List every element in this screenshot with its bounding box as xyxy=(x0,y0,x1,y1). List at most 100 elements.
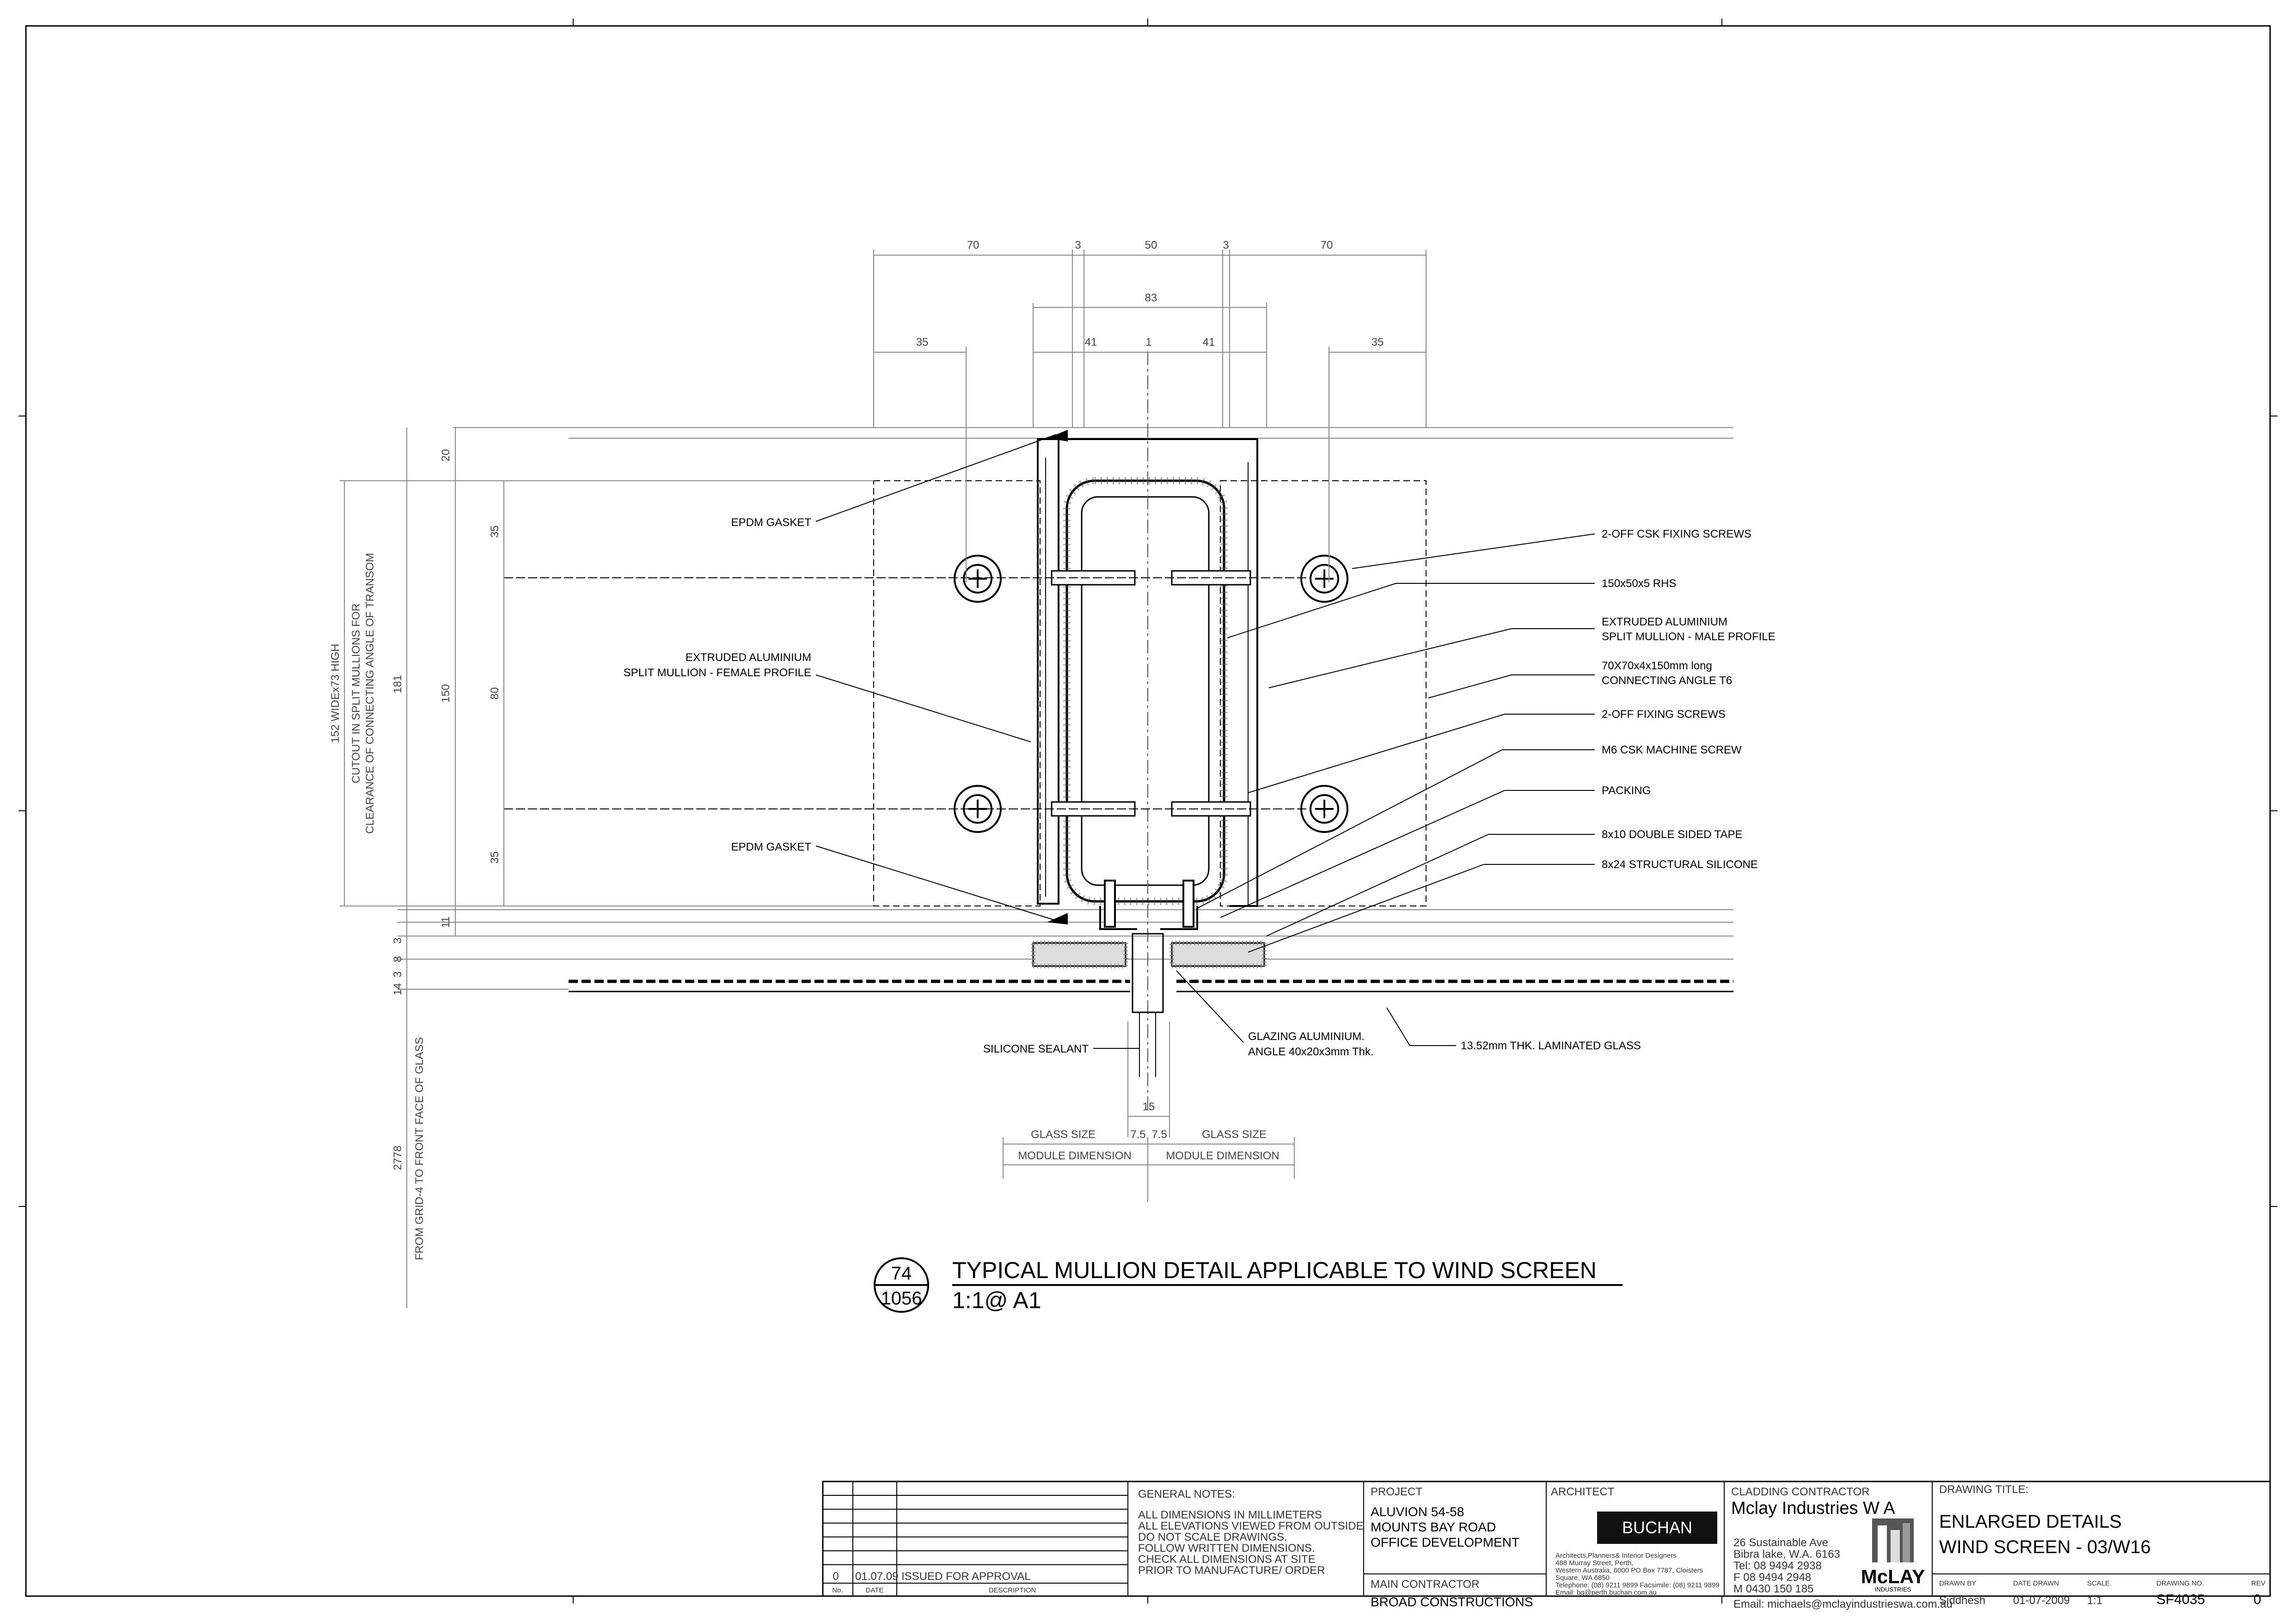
mclay-logo: McLAY INDUSTRIES xyxy=(1861,1518,1925,1593)
dim-14: 14 xyxy=(392,983,404,996)
female-profile xyxy=(1037,438,1059,905)
cladding-line-2: Bibra lake, W.A. 6163 xyxy=(1733,1548,1840,1561)
connecting-angle-left xyxy=(873,480,1041,906)
drawing-title-2: WIND SCREEN - 03/W16 xyxy=(1939,1537,2151,1557)
dim-150: 150 xyxy=(440,684,452,703)
general-note-2: ALL ELEVATIONS VIEWED FROM OUTSIDE xyxy=(1138,1520,1364,1532)
dim-11: 11 xyxy=(440,917,452,928)
buchan-logo-text: BUCHAN xyxy=(1622,1518,1692,1537)
drawn-by-heading: DRAWN BY xyxy=(1939,1579,1976,1587)
rev-row-date: 01.07.09 xyxy=(855,1570,898,1583)
scale-heading: SCALE xyxy=(2087,1579,2110,1587)
dim-3-left: 3 xyxy=(1075,239,1081,251)
general-notes-heading: GENERAL NOTES: xyxy=(1138,1488,1235,1500)
dim-181: 181 xyxy=(392,675,404,693)
label-glazing-angle-1: GLAZING ALUMINIUM. xyxy=(1248,1030,1365,1043)
cladding-email: Email: michaels@mclayindustrieswa.com.au xyxy=(1733,1598,1953,1610)
rev-row-description: ISSUED FOR APPROVAL xyxy=(901,1570,1031,1583)
dim-41-right: 41 xyxy=(1203,336,1215,349)
cladding-line-3: Tel: 08 9494 2938 xyxy=(1733,1560,1822,1572)
architect-heading: ARCHITECT xyxy=(1551,1486,1615,1498)
cladding-line-4: F 08 9494 2948 xyxy=(1733,1571,1811,1584)
dim-7-5-right: 7.5 xyxy=(1151,1128,1167,1141)
dim-glass-size-right: GLASS SIZE xyxy=(1202,1128,1267,1141)
label-rhs: 150x50x5 RHS xyxy=(1602,577,1676,590)
architect-line-1: Architects,Planners& Interior Designers xyxy=(1555,1552,1677,1560)
rev-header-no: No. xyxy=(832,1586,843,1594)
cutout-note-3: CLEARANCE OF CONNECTING ANGLE OF TRANSOM xyxy=(364,553,376,834)
cutout-note-2: CUTOUT IN SPLIT MULLIONS FOR xyxy=(350,603,362,783)
mullion-detail xyxy=(504,351,1733,1109)
cladding-line-5: M 0430 150 185 xyxy=(1733,1583,1813,1595)
drawing-no: SF4035 xyxy=(2156,1592,2205,1607)
project-line-3: OFFICE DEVELOPMENT xyxy=(1371,1535,1519,1549)
title-block: 0 01.07.09 ISSUED FOR APPROVAL No. DATE … xyxy=(822,1481,2271,1610)
dim-module-right: MODULE DIMENSION xyxy=(1166,1150,1279,1162)
label-m6-csk-screw: M6 CSK MACHINE SCREW xyxy=(1602,744,1742,756)
dim-7-5-left: 7.5 xyxy=(1130,1128,1145,1141)
bottom-dimensions: 15 7.5 7.5 GLASS SIZE GLASS SIZE MODULE … xyxy=(1003,1022,1295,1202)
general-note-3: DO NOT SCALE DRAWINGS. xyxy=(1138,1531,1287,1543)
glazing-angle xyxy=(1099,880,1198,930)
rev-row-no: 0 xyxy=(833,1570,839,1583)
date-drawn: 01-07-2009 xyxy=(2013,1594,2070,1607)
label-epdm-gasket-top: EPDM GASKET xyxy=(731,516,812,529)
border-ticks xyxy=(18,18,2278,1604)
architect-line-4: Square, WA 6850 xyxy=(1555,1574,1610,1582)
label-epdm-gasket-bottom: EPDM GASKET xyxy=(731,841,812,853)
architect-line-6: Email: bg@perth.buchan.com.au xyxy=(1555,1589,1657,1597)
label-packing: PACKING xyxy=(1602,784,1651,797)
main-contractor: BROAD CONSTRUCTIONS xyxy=(1371,1595,1533,1609)
mclay-logo-sub: INDUSTRIES xyxy=(1875,1586,1911,1593)
dim-35-right: 35 xyxy=(1371,336,1384,349)
dim-3-right: 3 xyxy=(1223,239,1229,251)
dim-50: 50 xyxy=(1145,239,1157,251)
project-line-2: MOUNTS BAY ROAD xyxy=(1371,1520,1496,1534)
drawing-title-1: ENLARGED DETAILS xyxy=(1939,1512,2122,1532)
drawing-no-heading: DRAWING NO. xyxy=(2156,1579,2204,1587)
label-double-sided-tape: 8x10 DOUBLE SIDED TAPE xyxy=(1602,828,1743,841)
architect-line-2: 488 Murray Street, Perth, xyxy=(1555,1559,1633,1567)
cladding-heading: CLADDING CONTRACTOR xyxy=(1731,1486,1870,1498)
csk-screw-heads xyxy=(954,555,1348,833)
dim-glass-size-left: GLASS SIZE xyxy=(1031,1128,1096,1141)
general-note-5: CHECK ALL DIMENSIONS AT SITE xyxy=(1138,1553,1316,1566)
rhs-outer xyxy=(1065,479,1225,903)
detail-scale: 1:1@ A1 xyxy=(952,1287,1041,1313)
silicone-sealant-joint xyxy=(1132,933,1164,1013)
architect-line-3: Western Australia, 6000 PO Box 7787, Clo… xyxy=(1555,1567,1703,1574)
dim-41-left: 41 xyxy=(1085,336,1097,349)
rev-header-date: DATE xyxy=(866,1586,884,1594)
cladding-line-1: 26 Sustainable Ave xyxy=(1733,1536,1828,1549)
dim-80: 80 xyxy=(489,687,501,700)
cutout-note-1: 152 WIDEx73 HIGH xyxy=(329,644,342,743)
project-heading: PROJECT xyxy=(1371,1486,1422,1498)
grid-note: FROM GRID-4 TO FRONT FACE OF GLASS xyxy=(413,1037,426,1261)
dim-70-left: 70 xyxy=(967,239,980,251)
dim-35-left: 35 xyxy=(916,336,929,349)
dim-83: 83 xyxy=(1145,292,1157,304)
dim-1: 1 xyxy=(1145,336,1151,349)
detail-title-text: TYPICAL MULLION DETAIL APPLICABLE TO WIN… xyxy=(952,1257,1597,1283)
dim-15: 15 xyxy=(1143,1101,1155,1113)
label-connecting-angle-1: 70X70x4x150mm long xyxy=(1602,660,1712,672)
dim-3-vertical: 3 xyxy=(392,937,404,943)
left-dimensions: 20 35 80 35 11 150 181 3 8 3 14 2778 FRO… xyxy=(329,427,874,1308)
scale-value: 1:1 xyxy=(2087,1594,2102,1607)
project-line-1: ALUVION 54-58 xyxy=(1371,1505,1464,1519)
detail-title: 74 1056 TYPICAL MULLION DETAIL APPLICABL… xyxy=(874,1257,1623,1313)
top-dimensions: 70 3 50 3 70 83 35 41 1 41 35 xyxy=(873,239,1427,582)
dim-8: 8 xyxy=(392,956,404,962)
detail-bubble-top: 74 xyxy=(891,1263,912,1284)
label-glazing-angle-2: ANGLE 40x20x3mm Thk. xyxy=(1248,1046,1374,1058)
male-profile xyxy=(1230,438,1258,907)
label-structural-silicone: 8x24 STRUCTURAL SILICONE xyxy=(1602,858,1758,871)
drawing-title-heading: DRAWING TITLE: xyxy=(1939,1483,2028,1496)
general-note-1: ALL DIMENSIONS IN MILLIMETERS xyxy=(1138,1509,1322,1521)
dim-module-left: MODULE DIMENSION xyxy=(1018,1150,1131,1162)
dim-35-bottom-left: 35 xyxy=(489,851,501,864)
connecting-angle-right xyxy=(1220,480,1427,906)
rev-value: 0 xyxy=(2253,1592,2261,1607)
fixing-screws xyxy=(504,570,1308,817)
detail-bubble-bottom: 1056 xyxy=(881,1288,922,1309)
